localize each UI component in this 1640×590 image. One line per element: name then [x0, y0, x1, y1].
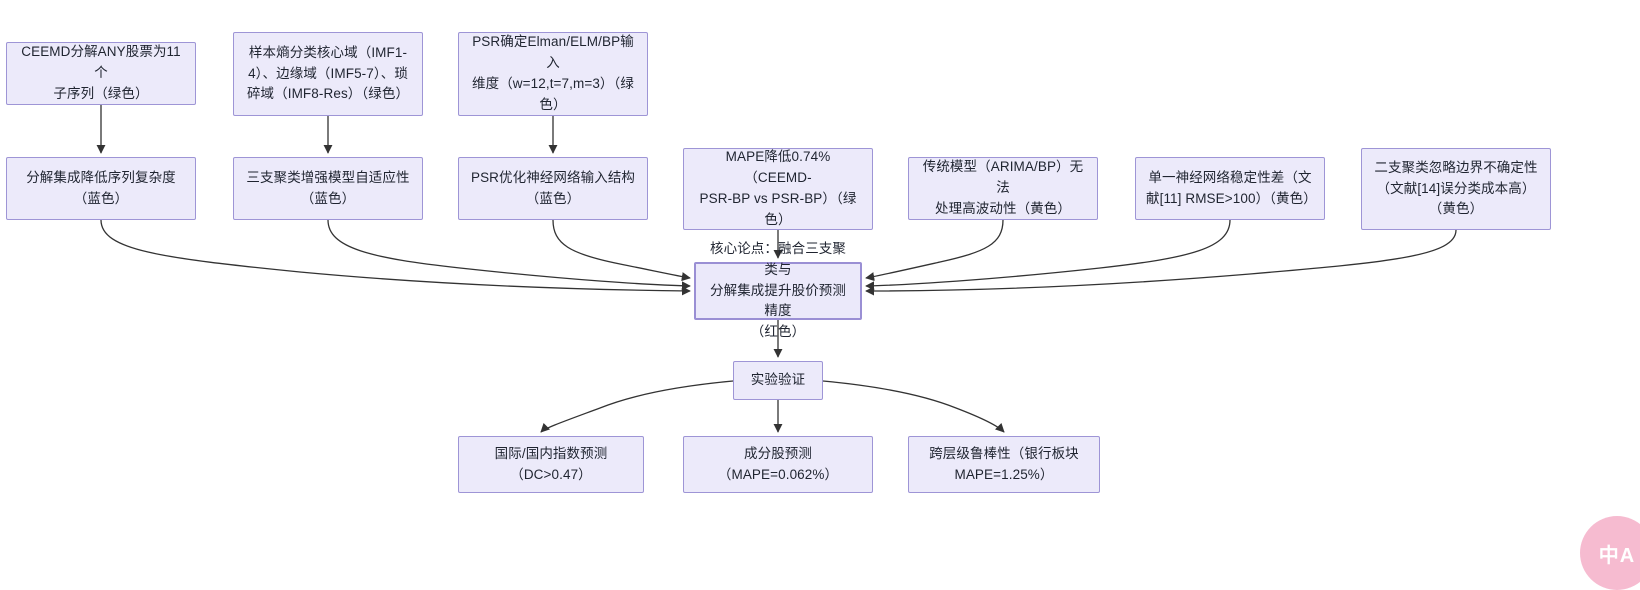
node-single-network-instability[interactable]: 单一神经网络稳定性差（文 献[11] RMSE>100）（黄色） [1135, 157, 1325, 220]
node-label: MAPE降低0.74%（CEEMD- PSR-BP vs PSR-BP）（绿 色… [699, 149, 857, 227]
edge-n8-core [865, 219, 1004, 282]
node-label: CEEMD分解ANY股票为11个 子序列（绿色） [21, 44, 181, 101]
node-label: 二支聚类忽略边界不确定性 （文献[14]误分类成本高） （黄色） [1374, 159, 1538, 217]
watermark-label: 中A [1598, 544, 1636, 567]
node-label: 实验验证 [750, 372, 806, 388]
node-label: 国际/国内指数预测 （DC>0.47） [494, 445, 608, 482]
node-experimental-validation[interactable]: 实验验证 [733, 361, 823, 400]
node-mape-improvement[interactable]: MAPE降低0.74%（CEEMD- PSR-BP vs PSR-BP）（绿 色… [683, 148, 873, 230]
diagram-canvas: CEEMD分解ANY股票为11个 子序列（绿色） 样本熵分类核心域（IMF1- … [6, 32, 1640, 590]
node-index-prediction-result[interactable]: 国际/国内指数预测 （DC>0.47） [458, 436, 644, 493]
node-core-argument[interactable]: 核心论点：融合三支聚类与 分解集成提升股价预测精度 （红色） [694, 241, 862, 339]
node-label: 传统模型（ARIMA/BP）无法 处理高波动性（黄色） [922, 159, 1084, 216]
node-label: 跨层级鲁棒性（银行板块 MAPE=1.25%） [929, 445, 1079, 482]
node-two-way-clustering-limitation[interactable]: 二支聚类忽略边界不确定性 （文献[14]误分类成本高） （黄色） [1361, 148, 1551, 230]
watermark-badge: 中A [1580, 516, 1640, 590]
node-label: 分解集成降低序列复杂度 （蓝色） [26, 169, 176, 206]
edge-validation-n13 [540, 380, 734, 433]
edge-n4-core [100, 219, 691, 296]
edge-validation-n15 [822, 380, 1005, 433]
node-label: 三支聚类增强模型自适应性 （蓝色） [246, 169, 410, 206]
edge-n6-core [552, 219, 691, 282]
edge-n5-core [327, 219, 691, 291]
node-cross-level-robustness-result[interactable]: 跨层级鲁棒性（银行板块 MAPE=1.25%） [908, 436, 1100, 493]
node-sample-entropy-classify[interactable]: 样本熵分类核心域（IMF1- 4）、边缘域（IMF5-7）、琐 碎域（IMF8-… [233, 32, 423, 116]
node-label: 成分股预测 （MAPE=0.062%） [717, 445, 839, 482]
edge-n9-core [865, 219, 1231, 291]
node-traditional-model-limitation[interactable]: 传统模型（ARIMA/BP）无法 处理高波动性（黄色） [908, 157, 1098, 220]
node-three-way-clustering-adaptive[interactable]: 三支聚类增强模型自适应性 （蓝色） [233, 157, 423, 220]
node-label: PSR优化神经网络输入结构 （蓝色） [470, 169, 636, 206]
edge-n10-core [865, 229, 1457, 296]
node-label: 样本熵分类核心域（IMF1- 4）、边缘域（IMF5-7）、琐 碎域（IMF8-… [246, 44, 410, 102]
node-label: PSR确定Elman/ELM/BP输入 维度（w=12,t=7,m=3）（绿 色… [472, 34, 634, 112]
node-label: 单一神经网络稳定性差（文 献[11] RMSE>100）（黄色） [1146, 169, 1317, 206]
node-label: 核心论点：融合三支聚类与 分解集成提升股价预测精度 （红色） [710, 240, 846, 340]
node-constituent-stock-result[interactable]: 成分股预测 （MAPE=0.062%） [683, 436, 873, 493]
node-ceemd-decompose[interactable]: CEEMD分解ANY股票为11个 子序列（绿色） [6, 42, 196, 105]
node-decompose-reduce-complexity[interactable]: 分解集成降低序列复杂度 （蓝色） [6, 157, 196, 220]
node-psr-input-dimension[interactable]: PSR确定Elman/ELM/BP输入 维度（w=12,t=7,m=3）（绿 色… [458, 32, 648, 116]
node-psr-optimize-network-input[interactable]: PSR优化神经网络输入结构 （蓝色） [458, 157, 648, 220]
